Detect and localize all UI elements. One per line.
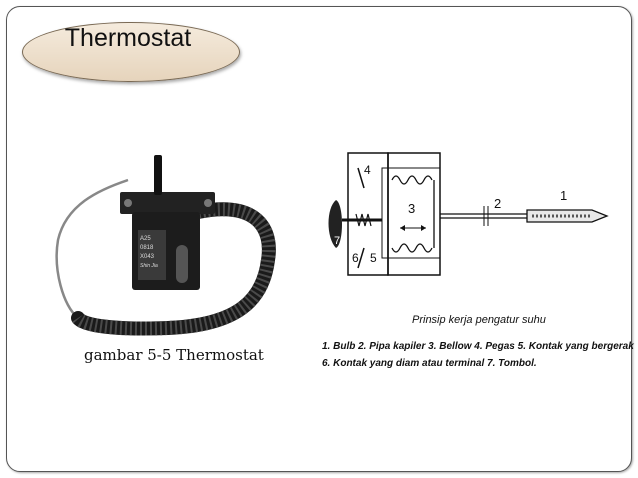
diagram-legend-line-1: 1. Bulb 2. Pipa kapiler 3. Bellow 4. Peg… xyxy=(322,341,634,352)
callout-2: 2 xyxy=(494,196,501,211)
photo-label-4: Shin Jia xyxy=(140,263,158,269)
thermostat-photo: A25 0818 X043 Shin Jia xyxy=(55,155,276,336)
callout-4: 4 xyxy=(364,163,371,177)
photo-label-2: 0818 xyxy=(140,245,154,251)
thermostat-diagram: 1 2 3 4 5 6 7 xyxy=(328,152,609,276)
photo-label-3: X043 xyxy=(140,254,155,260)
title-oval xyxy=(22,22,240,82)
callout-6: 6 xyxy=(352,251,359,265)
photo-caption: gambar 5-5 Thermostat xyxy=(84,346,264,364)
diagram-legend-line-2: 6. Kontak yang diam atau terminal 7. Tom… xyxy=(322,358,537,369)
callout-1: 1 xyxy=(560,188,567,203)
photo-label-1: A25 xyxy=(140,236,151,242)
callout-3: 3 xyxy=(408,201,415,216)
callout-5: 5 xyxy=(370,251,377,265)
callout-7: 7 xyxy=(334,235,340,247)
slide-frame xyxy=(6,6,632,472)
slide-title: Thermostat xyxy=(64,24,192,52)
diagram-caption: Prinsip kerja pengatur suhu xyxy=(412,314,546,326)
